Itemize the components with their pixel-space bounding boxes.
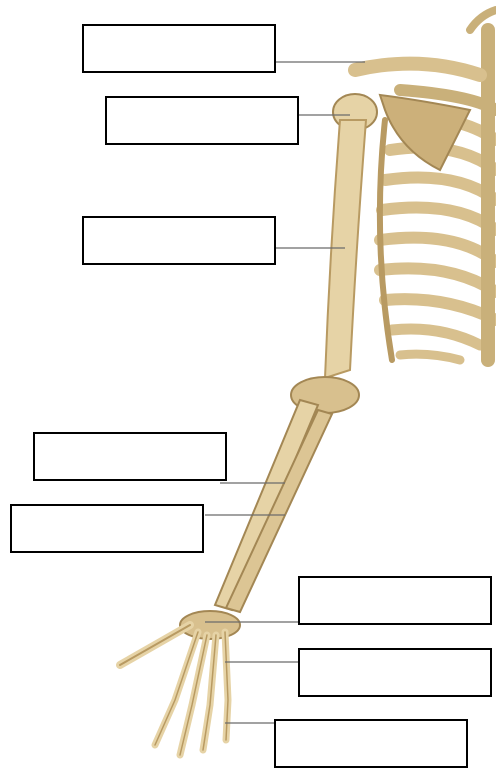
label-box-radius[interactable]: [10, 504, 204, 553]
label-box-humerus[interactable]: [82, 216, 276, 265]
label-box-metacarpals[interactable]: [298, 648, 492, 697]
label-box-phalanges[interactable]: [274, 719, 468, 768]
label-box-ulna[interactable]: [33, 432, 227, 481]
humerus-bone: [291, 94, 377, 413]
label-box-shoulder[interactable]: [105, 96, 299, 145]
hand-bones: [120, 611, 240, 755]
label-box-clavicle[interactable]: [82, 24, 276, 73]
label-box-carpals[interactable]: [298, 576, 492, 625]
